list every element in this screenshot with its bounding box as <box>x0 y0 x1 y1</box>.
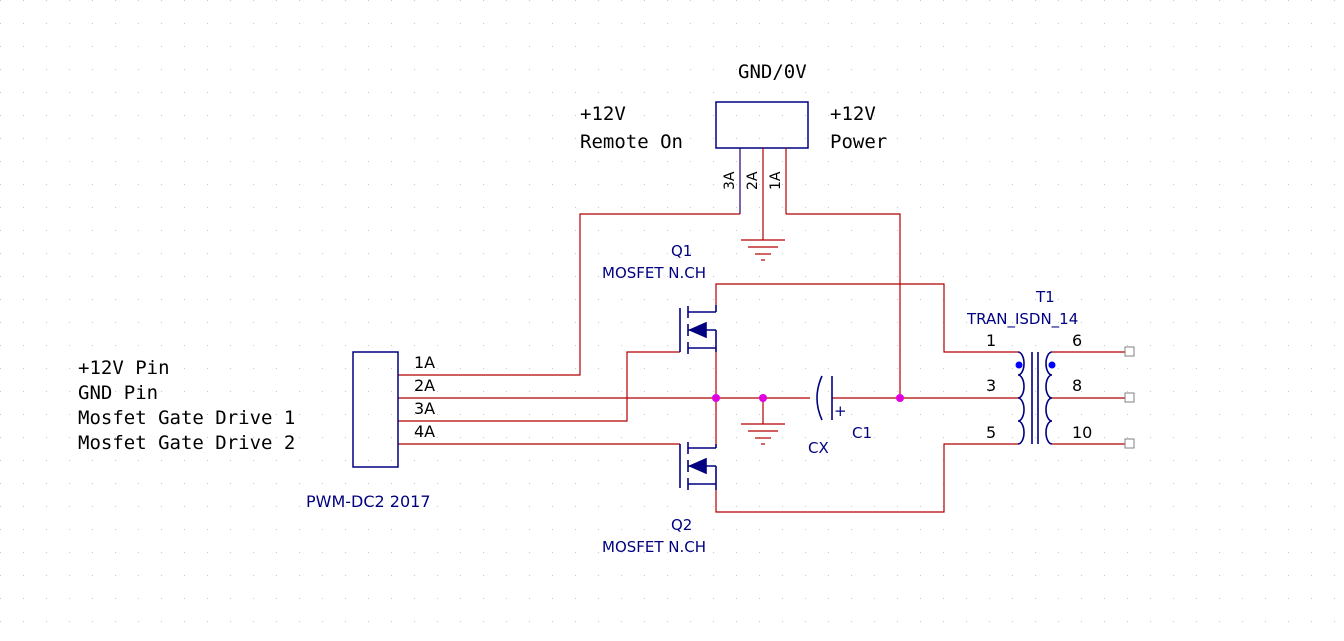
capacitor-polarity: + <box>834 402 847 420</box>
capacitor-value: CX <box>808 439 829 457</box>
output-terminals <box>1124 346 1135 449</box>
connector-pin-1a: 1A <box>414 353 435 372</box>
pin-desc-gate2: Mosfet Gate Drive 2 <box>78 432 295 454</box>
connector-pin-3a: 3A <box>414 399 435 418</box>
connector-name: PWM-DC2 2017 <box>306 492 431 511</box>
header-pin-3a: 3A <box>722 171 738 190</box>
ground-symbol-top <box>741 239 785 261</box>
connector-pin-4a: 4A <box>414 422 435 441</box>
pin-desc-gate1: Mosfet Gate Drive 1 <box>78 407 295 429</box>
q2-type: MOSFET N.CH <box>602 538 706 556</box>
q1-ref: Q1 <box>671 242 692 260</box>
capacitor-ref: C1 <box>852 424 872 442</box>
pin-desc-12v: +12V Pin <box>78 357 170 379</box>
header-pin-1a: 1A <box>768 171 784 190</box>
power-header-body <box>715 101 809 149</box>
power-voltage: +12V <box>830 103 876 125</box>
t1-pin-5: 5 <box>986 423 996 442</box>
junction-dots <box>712 394 904 402</box>
transformer-t1 <box>1017 351 1053 445</box>
wires <box>398 213 1126 513</box>
capacitor-c1 <box>816 375 833 421</box>
remote-on-voltage: +12V <box>580 103 626 125</box>
t1-ref: T1 <box>1035 288 1055 306</box>
power-label: Power <box>830 131 887 153</box>
mosfet-q2 <box>679 442 717 490</box>
mosfet-q1 <box>679 305 717 354</box>
power-header-connector: 3A 2A 1A <box>715 101 809 240</box>
t1-type: TRAN_ISDN_14 <box>966 310 1078 329</box>
t1-pin-10: 10 <box>1072 423 1092 442</box>
t1-pin-3: 3 <box>986 376 996 395</box>
ground-symbol-bus <box>741 423 785 445</box>
remote-on-label: Remote On <box>580 131 683 153</box>
t1-pin-8: 8 <box>1072 376 1082 395</box>
connector-pin-2a: 2A <box>414 376 435 395</box>
q1-type: MOSFET N.CH <box>602 264 706 282</box>
transformer-dots <box>1015 361 1056 369</box>
q2-ref: Q2 <box>671 516 692 534</box>
pwm-connector-body <box>352 351 399 468</box>
header-pin-2a: 2A <box>745 171 761 190</box>
pwm-connector: 1A 2A 3A 4A <box>352 351 435 468</box>
pin-desc-gnd: GND Pin <box>78 382 158 404</box>
t1-pin-6: 6 <box>1072 331 1082 350</box>
gnd-0v-label: GND/0V <box>738 61 807 83</box>
t1-pin-1: 1 <box>986 331 996 350</box>
